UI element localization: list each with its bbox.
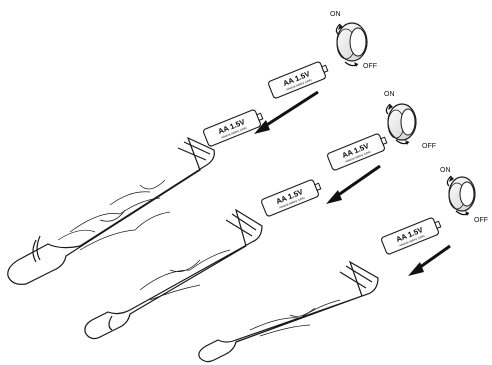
insert-arrow-large xyxy=(254,92,318,134)
cap-on-label: ON xyxy=(384,91,395,98)
battery-large-2: AA 1.5V Alkaline battery (LR6) xyxy=(268,60,330,99)
instruction-set-large: AA 1.5V Alkaline battery (LR6) AA 1.5V A… xyxy=(8,11,377,284)
cap-off-label: OFF xyxy=(363,63,377,70)
cap-on-label: ON xyxy=(440,167,451,174)
battery-large-1: AA 1.5V Alkaline battery (LR6) xyxy=(203,108,265,147)
cap-on-label: ON xyxy=(330,11,341,18)
battery-medium-1: AA 1.5V Alkaline battery (LR6) xyxy=(261,178,323,217)
insert-arrow-medium xyxy=(326,166,380,204)
instruction-set-small: AA 1.5V Alkaline battery (LR6) ON OFF xyxy=(199,167,488,362)
cap-off-label: OFF xyxy=(422,143,436,150)
end-cap-small: ON OFF xyxy=(440,167,488,224)
end-cap-medium: ON OFF xyxy=(384,91,436,150)
end-cap-large: ON OFF xyxy=(330,11,377,70)
cap-off-label: OFF xyxy=(474,217,488,224)
device-body-small xyxy=(199,262,378,362)
insert-arrow-small xyxy=(408,246,450,276)
battery-small-1: AA 1.5V Alkaline battery (LR6) xyxy=(381,216,443,255)
device-body-large xyxy=(8,138,215,284)
device-body-medium xyxy=(85,210,262,339)
battery-medium-2: AA 1.5V Alkaline battery (LR6) xyxy=(327,132,389,171)
